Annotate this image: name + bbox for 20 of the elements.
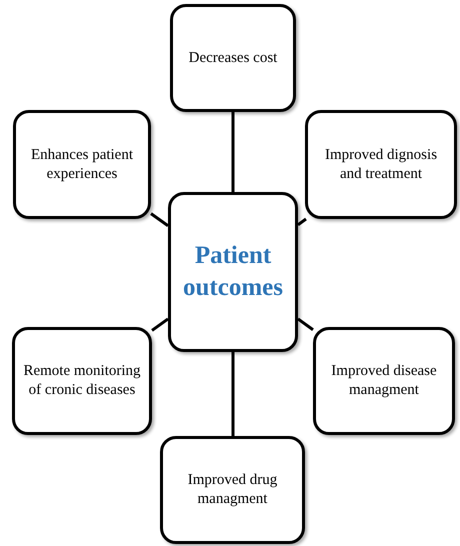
outcome-box <box>160 436 305 544</box>
box-label: Improved disease managment <box>330 362 438 400</box>
box-label: Improved drug managment <box>186 471 278 509</box>
box-label: Enhances patient experiences <box>30 146 134 184</box>
central-box <box>168 192 298 352</box>
outcome-box <box>13 110 151 219</box>
outcome-box <box>305 110 457 219</box>
connector-line <box>150 212 169 227</box>
outcome-box <box>12 327 152 435</box>
connector-line <box>297 318 314 331</box>
box-label: Remote monitoring of cronic diseases <box>23 362 141 400</box>
box-label: Improved dignosis and treatment <box>324 146 438 184</box>
connector-line <box>151 318 169 332</box>
connector-line <box>232 112 234 192</box>
outcome-box <box>170 4 296 112</box>
box-label: Decreases cost <box>188 48 278 68</box>
outcome-box <box>313 327 455 435</box>
hub-title: Patient outcomes <box>182 241 284 303</box>
connector-line <box>297 218 307 226</box>
connector-line <box>232 352 234 436</box>
